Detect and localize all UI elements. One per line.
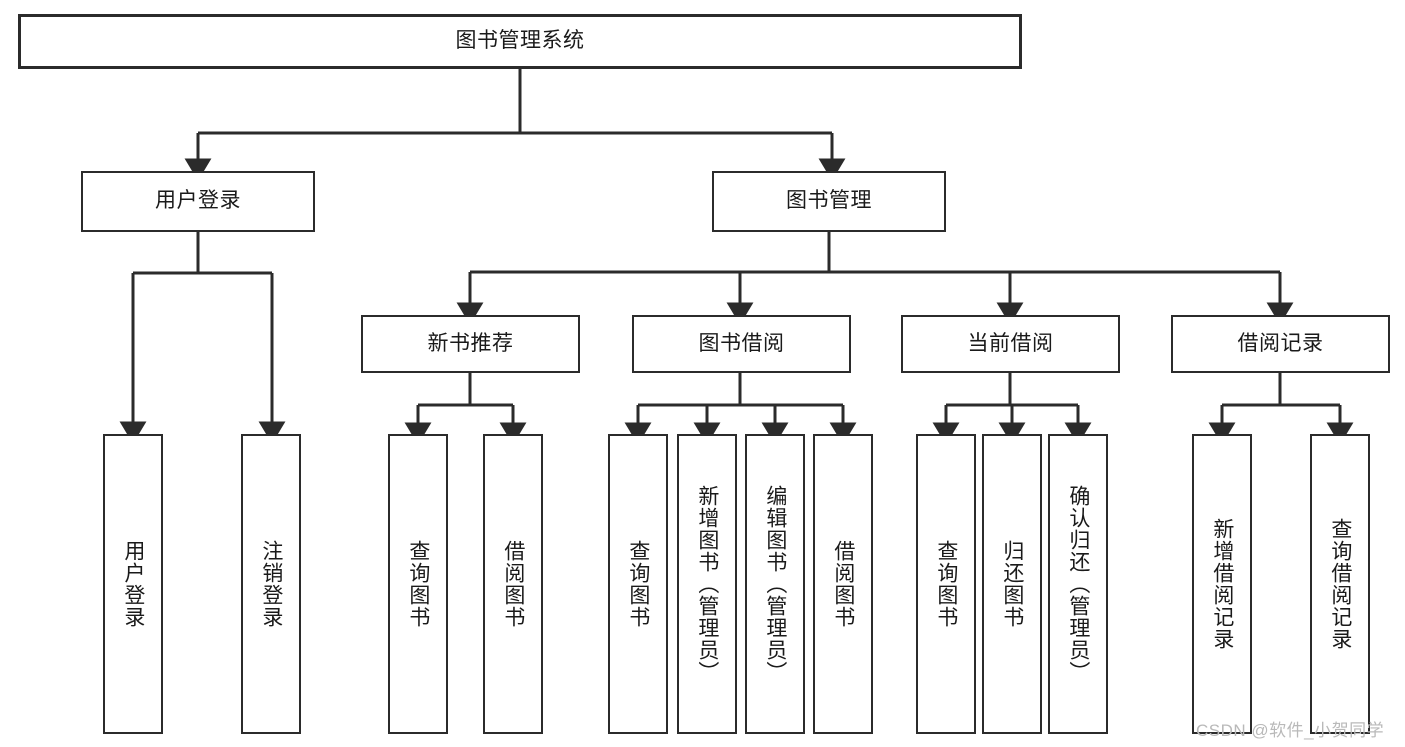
node-leaf-query-record[interactable]: 查询借阅记录	[1310, 434, 1370, 734]
node-current-borrow[interactable]: 当前借阅	[901, 315, 1120, 373]
node-leaf-borrow-book-2-label: 借阅图书	[831, 540, 855, 628]
node-leaf-add-book-label: 新增图书（管理员）	[695, 485, 719, 683]
node-leaf-borrow-book-1-label: 借阅图书	[501, 540, 525, 628]
node-user-login[interactable]: 用户登录	[81, 171, 315, 232]
node-leaf-query-book-2[interactable]: 查询图书	[608, 434, 668, 734]
node-leaf-logout-login[interactable]: 注销登录	[241, 434, 301, 734]
node-user-login-label: 用户登录	[155, 189, 241, 213]
node-leaf-query-book-3-label: 查询图书	[934, 540, 958, 628]
node-current-borrow-label: 当前借阅	[967, 331, 1054, 355]
node-leaf-borrow-book-2[interactable]: 借阅图书	[813, 434, 873, 734]
node-leaf-add-record-label: 新增借阅记录	[1210, 518, 1234, 650]
node-root-label: 图书管理系统	[455, 29, 585, 53]
node-leaf-add-record[interactable]: 新增借阅记录	[1192, 434, 1252, 734]
node-leaf-query-book-2-label: 查询图书	[626, 540, 650, 628]
csdn-watermark: CSDN @软件_小贺同学	[1196, 721, 1385, 740]
node-root[interactable]: 图书管理系统	[18, 14, 1022, 69]
node-new-book-recommend[interactable]: 新书推荐	[361, 315, 580, 373]
node-leaf-return-book-label: 归还图书	[1000, 540, 1024, 628]
node-book-management-label: 图书管理	[786, 189, 872, 213]
node-leaf-add-book[interactable]: 新增图书（管理员）	[677, 434, 737, 734]
node-borrow-record-label: 借阅记录	[1237, 331, 1324, 355]
node-leaf-borrow-book-1[interactable]: 借阅图书	[483, 434, 543, 734]
node-leaf-query-book-3[interactable]: 查询图书	[916, 434, 976, 734]
node-leaf-edit-book[interactable]: 编辑图书（管理员）	[745, 434, 805, 734]
node-leaf-query-book-1-label: 查询图书	[406, 540, 430, 628]
node-leaf-query-book-1[interactable]: 查询图书	[388, 434, 448, 734]
node-leaf-confirm-return-label: 确认归还（管理员）	[1066, 485, 1090, 683]
node-leaf-user-login[interactable]: 用户登录	[103, 434, 163, 734]
node-leaf-user-login-label: 用户登录	[121, 540, 145, 628]
node-leaf-query-record-label: 查询借阅记录	[1328, 518, 1352, 650]
node-new-book-recommend-label: 新书推荐	[427, 331, 514, 355]
node-borrow-record[interactable]: 借阅记录	[1171, 315, 1390, 373]
node-book-borrow[interactable]: 图书借阅	[632, 315, 851, 373]
node-leaf-logout-login-label: 注销登录	[259, 540, 283, 628]
node-leaf-edit-book-label: 编辑图书（管理员）	[763, 485, 787, 683]
node-book-management[interactable]: 图书管理	[712, 171, 946, 232]
node-leaf-confirm-return[interactable]: 确认归还（管理员）	[1048, 434, 1108, 734]
node-leaf-return-book[interactable]: 归还图书	[982, 434, 1042, 734]
node-book-borrow-label: 图书借阅	[698, 331, 785, 355]
